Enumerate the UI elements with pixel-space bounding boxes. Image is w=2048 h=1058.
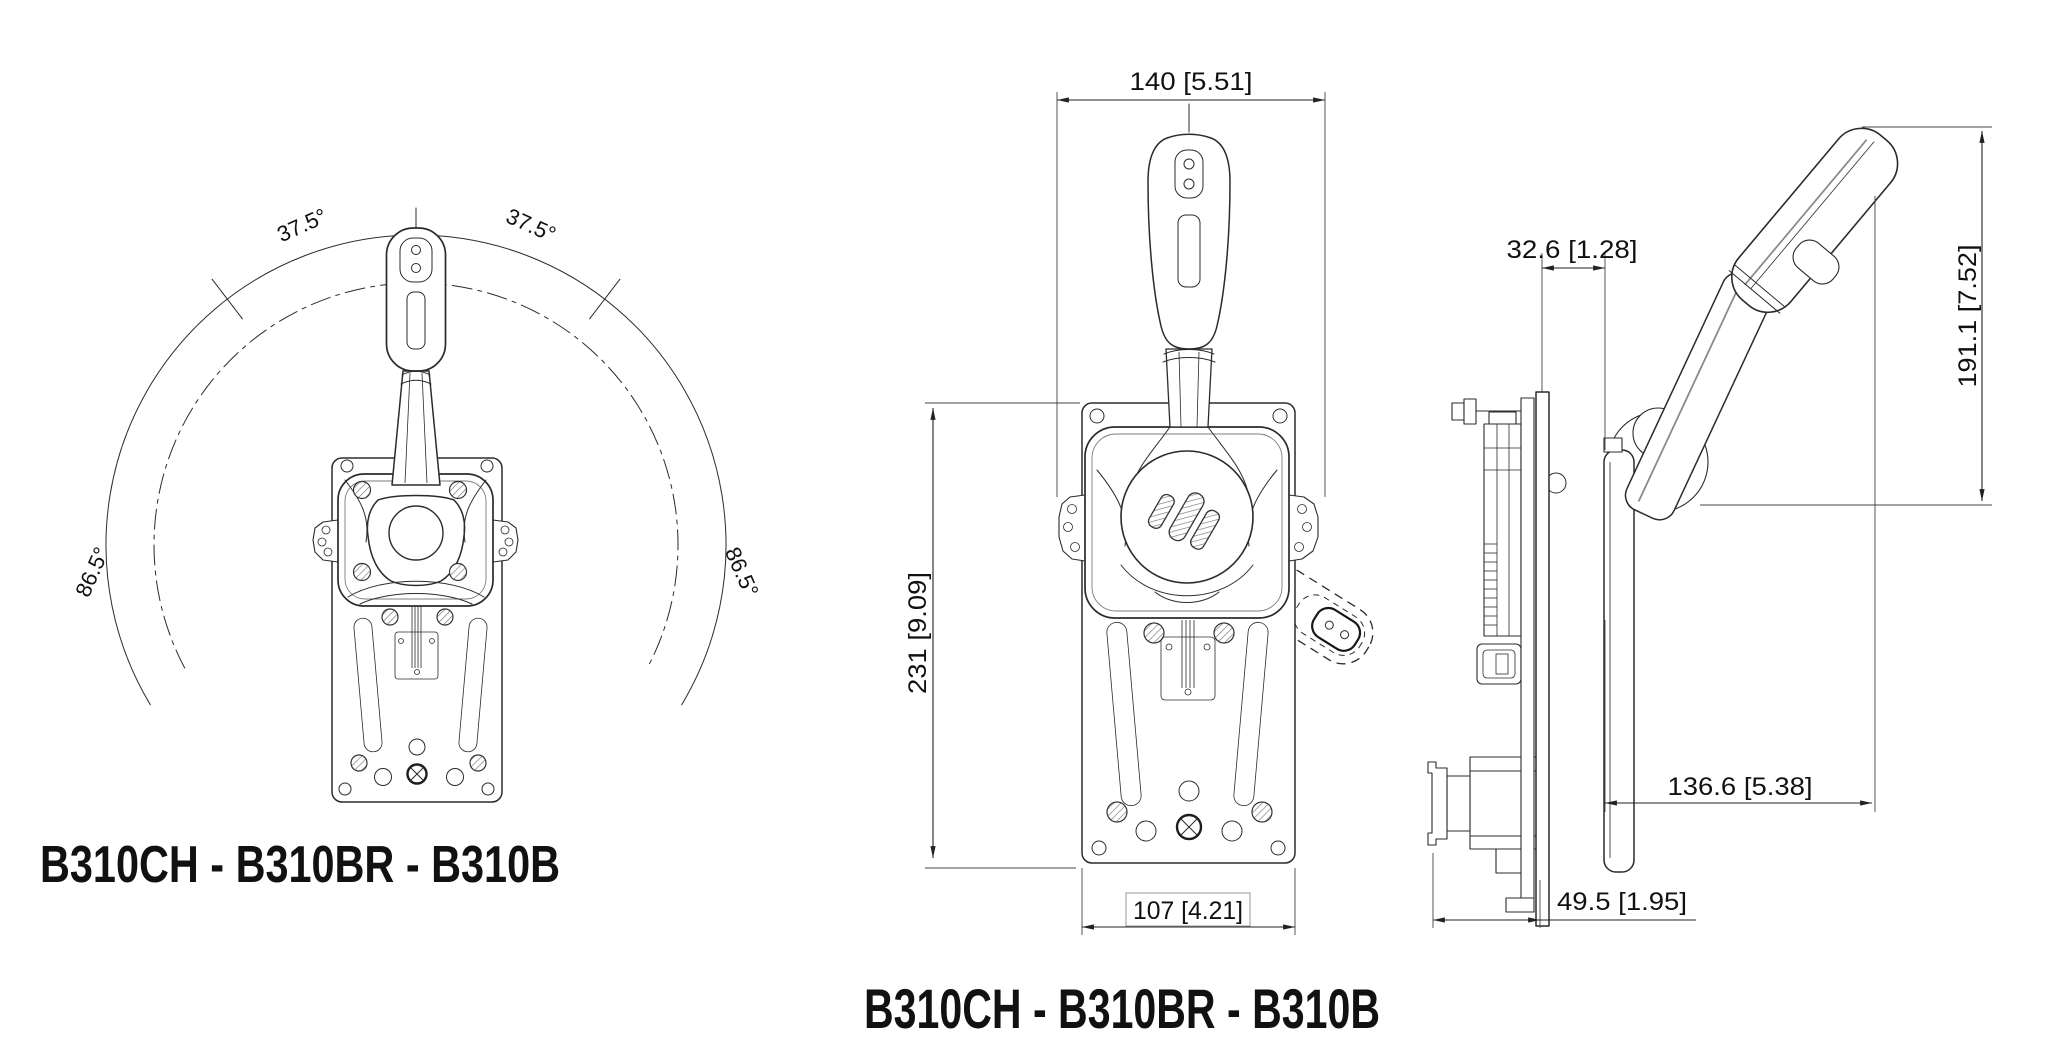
screw-icon — [448, 562, 468, 582]
front-ear-left — [1058, 494, 1086, 562]
screw-icon — [1106, 801, 1128, 823]
swing-hub — [344, 479, 487, 605]
front-plate-details — [1091, 620, 1286, 856]
screw-icon — [1143, 622, 1165, 644]
side-view: 32.6 [1.28] 191.1 [7.52] 136.6 [5.38] 49… — [1427, 126, 1992, 928]
tick-right — [588, 278, 621, 320]
screw-icon — [381, 608, 399, 626]
screw-icon — [436, 608, 454, 626]
ultraflex-logo-icon — [1147, 492, 1221, 550]
mounting-panel — [1535, 391, 1550, 927]
svg-text:140 [5.51]: 140 [5.51] — [1130, 68, 1253, 96]
svg-text:49.5 [1.95]: 49.5 [1.95] — [1557, 888, 1687, 916]
dim-side-height: 191.1 [7.52] — [1700, 126, 1992, 506]
screw-icon — [350, 754, 368, 772]
angle-lower-right: 86.5° — [720, 543, 764, 600]
dim-side-depth-front: 136.6 [5.38] — [1604, 196, 1876, 812]
bottom-caption: B310CH - B310BR - B310B — [864, 977, 1380, 1040]
front-handle — [1147, 103, 1231, 428]
svg-text:136.6 [5.38]: 136.6 [5.38] — [1668, 773, 1813, 801]
svg-text:107 [4.21]: 107 [4.21] — [1133, 897, 1243, 925]
gear-teeth — [1484, 543, 1497, 626]
dim-side-offset: 32.6 [1.28] — [1507, 236, 1638, 450]
front-view: 140 [5.51] 231 [9.09] 107 [4.21] — [904, 68, 1326, 935]
side-handle-assembly — [1603, 127, 1899, 873]
angle-upper-right: 37.5° — [502, 203, 559, 247]
dim-front-width-bottom: 107 [4.21] — [1081, 868, 1296, 935]
side-mechanism — [1427, 391, 1567, 927]
svg-text:231 [9.09]: 231 [9.09] — [904, 572, 932, 694]
screw-icon — [448, 480, 468, 500]
tick-left — [211, 278, 244, 320]
screw-icon — [352, 480, 372, 500]
dim-side-depth-rear: 49.5 [1.95] — [1432, 853, 1696, 928]
swing-arc-centerline — [153, 282, 679, 669]
screw-icon — [352, 562, 372, 582]
angle-upper-left: 37.5° — [273, 203, 330, 247]
svg-text:191.1 [7.52]: 191.1 [7.52] — [1954, 245, 1982, 388]
dim-front-height: 231 [9.09] — [904, 402, 1080, 869]
swing-view-caption: B310CH - B310BR - B310B — [40, 836, 560, 894]
screw-icon — [1213, 622, 1235, 644]
swing-lever-neutral — [385, 227, 447, 486]
swing-view: 37.5° 37.5° 86.5° 86.5° — [40, 203, 1385, 894]
front-hub — [1096, 426, 1278, 603]
svg-text:32.6 [1.28]: 32.6 [1.28] — [1507, 236, 1638, 264]
screw-icon — [469, 754, 487, 772]
dim-front-width-top: 140 [5.51] — [1056, 68, 1326, 497]
swing-plate-details — [338, 606, 495, 796]
front-ear-right — [1288, 494, 1319, 562]
screw-icon — [1251, 801, 1273, 823]
